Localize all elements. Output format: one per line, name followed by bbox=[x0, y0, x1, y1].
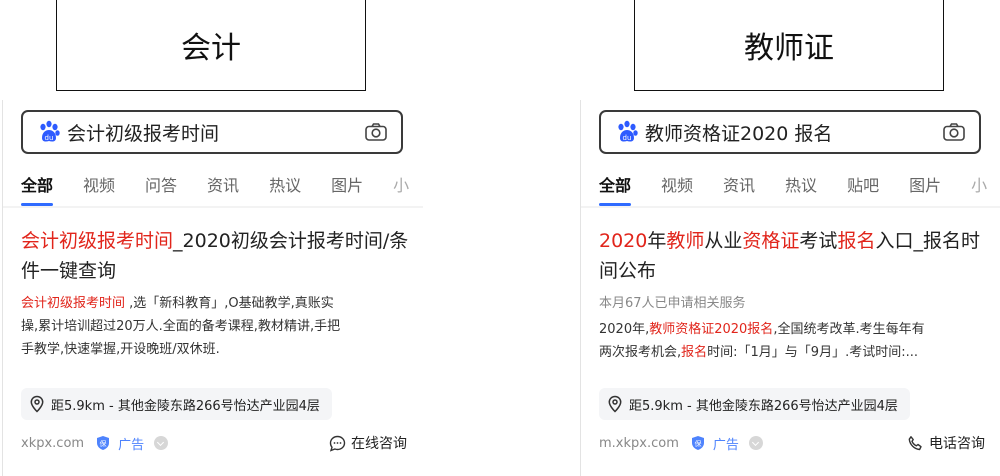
ad-label: 广告 bbox=[712, 437, 739, 453]
title-rest: _2020初级会计报考时间/条件一键查询 bbox=[21, 230, 409, 282]
tab-discussion[interactable]: 热议 bbox=[785, 176, 818, 195]
location-pin-icon bbox=[30, 395, 44, 413]
title-hl-signup: 报名 bbox=[837, 230, 876, 252]
desc-highlight: 教师资格证2020报名 bbox=[649, 322, 774, 337]
desc-highlight: 会计初级报考时间 bbox=[21, 296, 126, 311]
result-title-link[interactable]: 2020年教师从业资格证考试报名入口_报名时间公布 bbox=[599, 226, 991, 286]
tab-bar: 全部 视频 资讯 热议 贴吧 图片 小 bbox=[599, 172, 1000, 206]
tab-news[interactable]: 资讯 bbox=[723, 176, 756, 195]
tab-bar: 全部 视频 问答 资讯 热议 图片 小 bbox=[21, 172, 423, 206]
result-footer: m.xkpx.com 保 广告 电话咨询 bbox=[599, 432, 985, 454]
shield-verified-icon: 保 bbox=[691, 436, 704, 450]
desc-line1: ,选「新科教育」,O基础教学,真账实 bbox=[125, 296, 334, 311]
title-part: 年 bbox=[647, 230, 667, 252]
tab-tieba[interactable]: 贴吧 bbox=[847, 176, 880, 195]
title-part: 从业 bbox=[704, 230, 743, 252]
svg-text:du: du bbox=[623, 134, 632, 142]
desc-part: 时间:「1月」与「9月」.考试时间:... bbox=[707, 345, 918, 360]
result-title-link[interactable]: 会计初级报考时间_2020初级会计报考时间/条件一键查询 bbox=[21, 226, 413, 286]
baidu-paw-icon: du bbox=[618, 120, 638, 142]
category-label-accounting: 会计 bbox=[56, 0, 366, 91]
search-query-text[interactable]: 会计初级报考时间 bbox=[67, 122, 220, 145]
service-count-meta: 本月67人已申请相关服务 bbox=[599, 296, 746, 311]
category-label-teacher-cert: 教师证 bbox=[634, 0, 944, 91]
camera-icon[interactable] bbox=[943, 123, 965, 141]
desc-highlight: 报名 bbox=[681, 345, 708, 360]
result-description: 2020年,教师资格证2020报名,全国统考改革.考生每年有 两次报考机会,报名… bbox=[599, 318, 991, 364]
tab-news[interactable]: 资讯 bbox=[207, 176, 240, 195]
title-part: 考试 bbox=[799, 230, 838, 252]
tab-small[interactable]: 小 bbox=[971, 176, 988, 195]
tab-qa[interactable]: 问答 bbox=[145, 176, 178, 195]
search-result-panel-left: du 会计初级报考时间 全部 视频 问答 资讯 热议 图片 小 会计初级报考时间… bbox=[2, 100, 423, 476]
source-domain[interactable]: xkpx.com bbox=[21, 435, 85, 451]
desc-line3: 手教学,快速掌握,开设晚班/双休班. bbox=[21, 342, 220, 357]
svg-text:du: du bbox=[45, 134, 54, 142]
camera-icon[interactable] bbox=[365, 123, 387, 141]
title-hl-year: 2020 bbox=[599, 230, 648, 252]
search-query-text[interactable]: 教师资格证2020 报名 bbox=[645, 122, 833, 145]
online-consult-button[interactable]: 在线咨询 bbox=[329, 433, 407, 453]
tab-small[interactable]: 小 bbox=[393, 176, 410, 195]
tab-video[interactable]: 视频 bbox=[83, 176, 116, 195]
chevron-down-icon[interactable] bbox=[748, 436, 763, 450]
source-domain[interactable]: m.xkpx.com bbox=[599, 435, 679, 451]
action-label: 电话咨询 bbox=[929, 436, 985, 452]
baidu-paw-icon: du bbox=[40, 120, 60, 142]
title-highlight: 会计初级报考时间 bbox=[21, 230, 174, 252]
search-result-panel-right: du 教师资格证2020 报名 全部 视频 资讯 热议 贴吧 图片 小 2020… bbox=[580, 100, 1000, 476]
action-label: 在线咨询 bbox=[351, 436, 407, 452]
desc-part: 2020年, bbox=[599, 322, 650, 337]
location-pill[interactable]: 距5.9km - 其他金陵东路266号怡达产业园4层 bbox=[21, 388, 332, 420]
divider bbox=[3, 206, 423, 208]
location-pill[interactable]: 距5.9km - 其他金陵东路266号怡达产业园4层 bbox=[599, 388, 910, 420]
phone-consult-button[interactable]: 电话咨询 bbox=[907, 433, 985, 453]
phone-icon bbox=[908, 435, 922, 450]
result-footer: xkpx.com 保 广告 在线咨询 bbox=[21, 432, 407, 454]
title-hl-cert: 资格证 bbox=[742, 230, 800, 252]
tab-images[interactable]: 图片 bbox=[909, 176, 942, 195]
svg-text:保: 保 bbox=[100, 439, 107, 448]
location-pin-icon bbox=[608, 395, 622, 413]
title-part: 入口_报名时间公布 bbox=[599, 230, 980, 282]
location-text: 距5.9km - 其他金陵东路266号怡达产业园4层 bbox=[51, 398, 320, 414]
svg-text:保: 保 bbox=[694, 439, 701, 448]
shield-verified-icon: 保 bbox=[97, 436, 110, 450]
chevron-down-icon[interactable] bbox=[154, 436, 169, 450]
desc-part: ,全国统考改革.考生每年有 bbox=[773, 322, 925, 337]
desc-line2: 操,累计培训超过20万人.全面的备考课程,教材精讲,手把 bbox=[21, 319, 341, 334]
title-hl-teacher: 教师 bbox=[666, 230, 705, 252]
location-text: 距5.9km - 其他金陵东路266号怡达产业园4层 bbox=[629, 398, 898, 414]
chat-bubble-icon bbox=[329, 435, 346, 452]
tab-all[interactable]: 全部 bbox=[599, 172, 632, 206]
tab-discussion[interactable]: 热议 bbox=[269, 176, 302, 195]
desc-part: 两次报考机会, bbox=[599, 345, 682, 360]
tab-all[interactable]: 全部 bbox=[21, 172, 54, 206]
result-description: 会计初级报考时间 ,选「新科教育」,O基础教学,真账实 操,累计培训超过20万人… bbox=[21, 292, 413, 361]
tab-images[interactable]: 图片 bbox=[331, 176, 364, 195]
ad-label: 广告 bbox=[118, 437, 145, 453]
tab-video[interactable]: 视频 bbox=[661, 176, 694, 195]
divider bbox=[581, 206, 1000, 208]
search-bar[interactable]: du 教师资格证2020 报名 bbox=[599, 110, 981, 154]
search-bar[interactable]: du 会计初级报考时间 bbox=[21, 110, 403, 154]
